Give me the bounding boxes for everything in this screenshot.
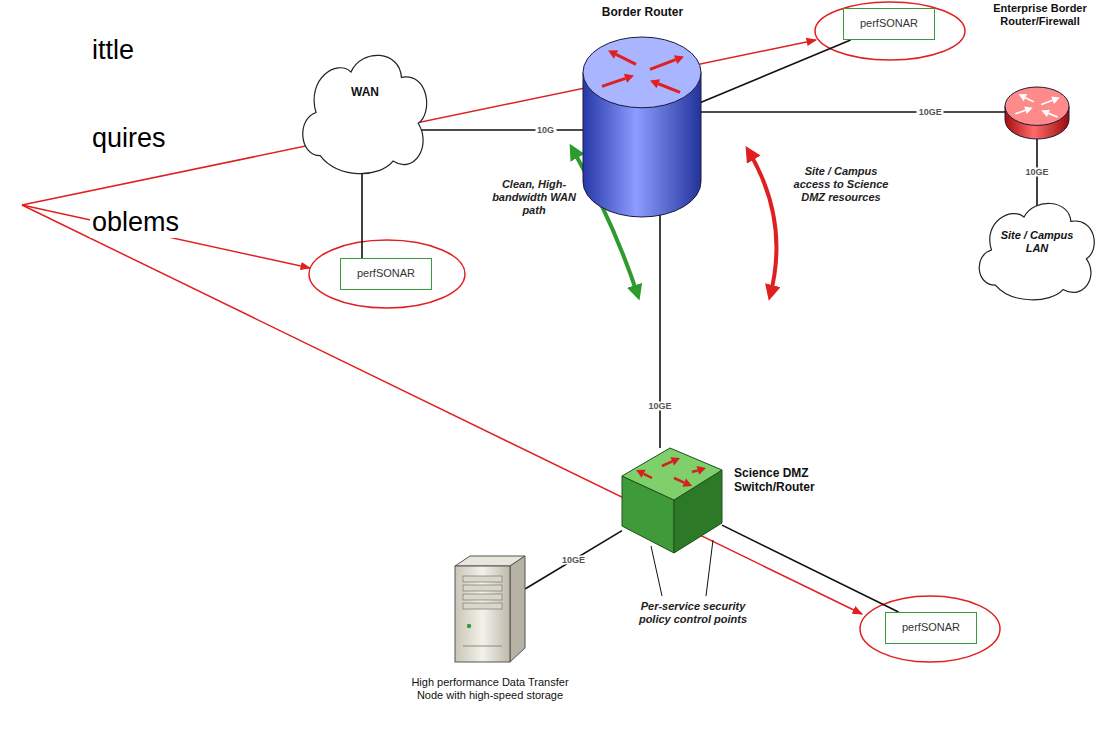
node-label: Enterprise Border Router/Firewall [978,2,1102,28]
tool-label: perfSONAR [357,267,415,280]
bandwidth-label: 10GE [917,108,944,117]
wan-cloud-shape [295,45,435,180]
leader-line [22,205,862,614]
tool-label: perfSONAR [902,621,960,634]
node-label: Site / Campus LAN [992,229,1082,255]
node-label: Border Router [575,5,710,19]
highlight-ellipse [815,2,965,60]
link-line [361,166,363,258]
tool-label: perfSONAR [860,17,918,30]
bandwidth-label: 10GE [560,555,587,564]
perfsonar-box: perfSONAR [843,8,935,40]
bandwidth-label: 10GE [1023,167,1050,176]
policy-leader [706,540,713,596]
policy-leader [651,546,662,596]
node-label: High performance Data Transfer Node with… [400,676,580,702]
node-label: Science DMZ Switch/Router [734,466,859,495]
policy-note: Per-service security policy control poin… [636,600,750,626]
leader-line [22,205,310,268]
border-router-shape [583,37,701,217]
slide-text: ittle [90,34,136,66]
campus-access-arrow [748,150,776,296]
link-line [525,531,622,589]
bandwidth-label: 10GE [646,401,673,410]
path-note: Clean, High-bandwidth WAN path [490,178,578,218]
highlight-ellipse [309,240,465,308]
link-line [722,525,898,612]
wan-cloud: WAN [295,45,435,180]
link-line [421,129,587,131]
link-line [697,40,851,104]
data-transfer-node-shape [455,556,525,664]
enterprise-router-shape [1005,87,1069,139]
data-transfer-node: High performance Data Transfer Node with… [400,556,580,736]
node-label: WAN [295,85,435,99]
campus-cloud: Site / Campus LAN [972,195,1102,305]
highlight-ellipse [860,596,1000,662]
bandwidth-label: 10G [535,126,556,135]
link-line [659,213,661,448]
link-line [697,111,1008,113]
slide-text: oblems [90,206,181,238]
border-router: Border Router [575,5,710,220]
access-note: Site / Campus access to Science DMZ reso… [790,165,892,205]
dmz-switch: Science DMZ Switch/Router [622,448,862,558]
slide-text: quires [90,122,168,154]
enterprise-router: Enterprise Border Router/Firewall [978,2,1102,142]
perfsonar-box: perfSONAR [885,612,977,644]
perfsonar-box: perfSONAR [340,258,432,290]
dmz-switch-shape [622,448,722,553]
